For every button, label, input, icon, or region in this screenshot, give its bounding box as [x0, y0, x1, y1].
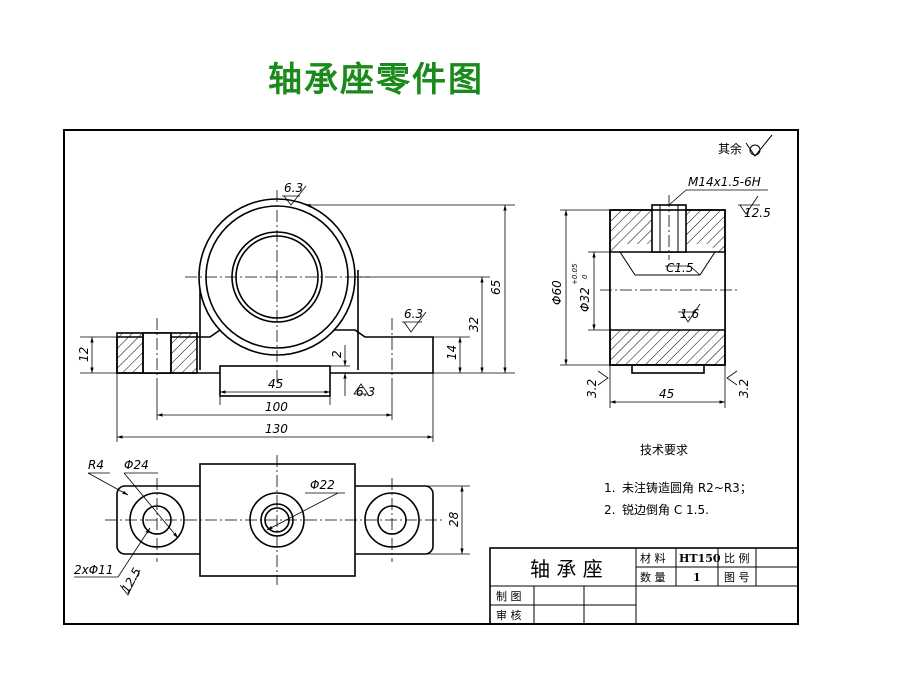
dim-phi22-label: Φ22 — [310, 478, 335, 492]
thread-callout: M14x1.5-6H — [688, 175, 761, 189]
dim-phi32-label: Φ32 — [578, 287, 592, 312]
dim-r4-label: R4 — [88, 458, 104, 472]
quantity-label: 数 量 — [640, 571, 666, 584]
tech-req-1-text: 未注铸造圆角 R2~R3； — [622, 480, 752, 495]
dim-phi24-label: Φ24 — [124, 458, 149, 472]
section-view-dimensions — [560, 189, 768, 408]
material-value: HT150 — [679, 552, 721, 565]
tech-req-2-text: 锐边倒角 C 1.5. — [622, 503, 709, 517]
dim-2-label: 2 — [330, 350, 344, 358]
dim-28-label: 28 — [447, 511, 461, 527]
rough-slot-label: 6.3 — [404, 307, 423, 321]
dim-12-label: 12 — [77, 347, 91, 362]
dim-phi60-label: Φ60 — [550, 280, 564, 305]
section-view-centerlines — [600, 195, 740, 291]
dim-holes-label: 2xΦ11 — [74, 563, 113, 577]
front-view — [116, 198, 434, 397]
scale-label: 比 例 — [724, 551, 750, 565]
front-view-centerlines — [156, 190, 393, 385]
section-view-dimension-text: M14x1.5-6H 12.5 Φ60 Φ32 +0.05 0 C1.5 1.6… — [550, 175, 771, 401]
tech-req-1-num: 1. — [604, 481, 615, 495]
dim-100-label: 100 — [265, 400, 288, 414]
tech-req-heading: 技术要求 — [640, 443, 688, 457]
chamfer-label: C1.5 — [666, 261, 693, 275]
dim-45-side-label: 45 — [659, 387, 674, 401]
checked-label: 审 核 — [496, 608, 522, 622]
tolerance-upper: +0.05 — [571, 263, 579, 285]
rough-left-label: 3.2 — [585, 379, 599, 398]
technical-requirements: 技术要求 1. 未注铸造圆角 R2~R3； 2. 锐边倒角 C 1.5. — [604, 443, 752, 517]
rough-bore-label: 1.6 — [680, 307, 699, 321]
drawing-frame — [63, 129, 799, 625]
dim-65-label: 65 — [489, 280, 503, 295]
dim-130-label: 130 — [265, 422, 288, 436]
tech-req-2-num: 2. — [604, 503, 615, 517]
dim-14-label: 14 — [445, 345, 459, 360]
part-name: 轴 承 座 — [530, 557, 603, 581]
tolerance-lower: 0 — [581, 274, 589, 279]
material-label: 材 料 — [640, 551, 666, 565]
rough-top-label: 6.3 — [284, 181, 303, 195]
general-roughness-note: 其余 — [718, 134, 773, 157]
rough-thread-label: 12.5 — [744, 206, 771, 220]
dim-45-label: 45 — [268, 377, 283, 391]
dim-32-label: 32 — [467, 317, 481, 332]
front-view-dimension-text: 6.3 6.3 6.3 12 65 32 14 2 45 100 130 — [77, 181, 503, 436]
rough-right-label: 3.2 — [737, 379, 751, 398]
title-block — [489, 547, 799, 625]
drawn-label: 制 图 — [496, 590, 522, 603]
top-view-dimensions — [74, 472, 470, 596]
drawing-no-label: 图 号 — [724, 571, 750, 584]
general-roughness-text: 其余 — [718, 141, 742, 156]
quantity-value: 1 — [693, 571, 701, 584]
title-block-text: 轴 承 座 材 料 HT150 比 例 数 量 1 图 号 制 图 审 核 — [496, 551, 750, 622]
front-view-dimensions — [80, 185, 515, 442]
rough-bottom-label: 6.3 — [356, 385, 375, 399]
top-view-centerlines — [105, 455, 445, 585]
section-view — [609, 204, 726, 374]
page-title: 轴承座零件图 — [268, 60, 484, 100]
